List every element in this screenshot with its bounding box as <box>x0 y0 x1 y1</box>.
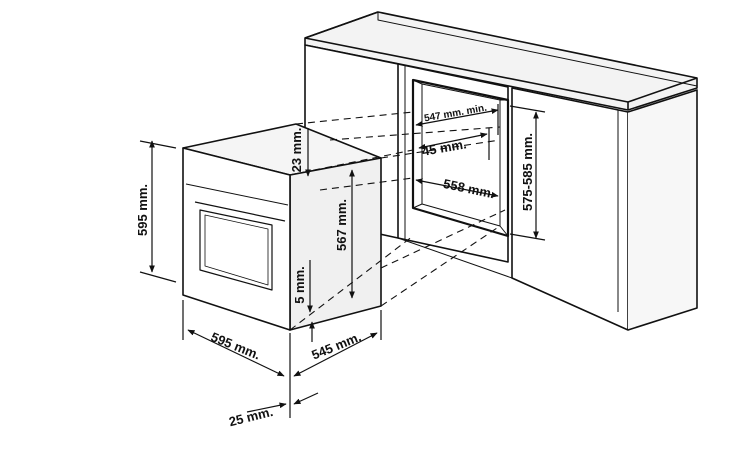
label-bottom-gap: 5 mm. <box>292 266 307 304</box>
label-oven-height: 595 mm. <box>135 184 150 236</box>
dimension-lines <box>139 104 546 418</box>
oven <box>182 123 382 331</box>
cabinet <box>304 11 698 331</box>
oven-front <box>182 147 291 331</box>
label-inner-height: 567 mm. <box>334 199 349 251</box>
label-oven-depth: 545 mm. <box>309 329 363 362</box>
oven-window <box>199 209 273 291</box>
oven-handle <box>194 201 286 222</box>
label-oven-width: 595 mm. <box>209 329 263 362</box>
label-front-panel-depth: 25 mm. <box>227 404 274 429</box>
label-niche-height: 575-585 mm. <box>520 133 535 211</box>
label-top-gap: 23 mm. <box>289 128 304 173</box>
